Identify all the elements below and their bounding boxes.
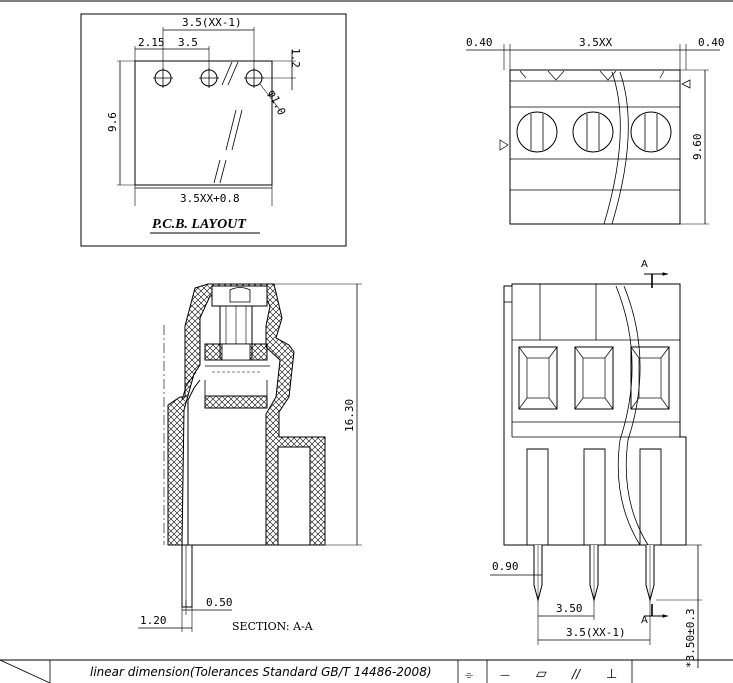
dim-pitch-front: 3.50	[556, 602, 583, 615]
screw-window	[574, 346, 614, 410]
dim-right-margin: 0.40	[698, 36, 725, 49]
wire-slot	[639, 448, 662, 545]
screw-window	[630, 346, 670, 410]
pcb-layout-title: P.C.B. LAYOUT	[152, 217, 247, 232]
dim-section-height: 16.30	[343, 399, 356, 432]
dim-pitch-total: 3.5(XX-1)	[182, 16, 242, 29]
pcb-outline	[134, 60, 273, 186]
dim-height-top: 9.60	[691, 134, 704, 161]
screw-window	[518, 346, 558, 410]
tolerance-note: linear dimension(Tolerances Standard GB/…	[90, 665, 432, 679]
pcb-layout-view: 3.5(XX-1) 2.15 3.5 1.2 φ1.0 9.6 3.5XX+0.…	[80, 13, 347, 247]
perpendicular-icon: ⊥	[606, 667, 617, 682]
housing-top-outline	[509, 69, 681, 225]
screw-head	[630, 111, 672, 153]
dim-hole: φ1.0	[265, 88, 288, 118]
parallel-icon: //	[571, 667, 582, 681]
dim-pin-width: 0.50	[206, 596, 233, 609]
wire-clamp	[204, 395, 268, 409]
section-view: 16.30 1.20 0.50 SECTION: A-A	[138, 283, 362, 633]
dim-height: 9.6	[106, 112, 119, 132]
screw-head	[572, 111, 614, 153]
dim-pin-length: *3.50±0.3	[684, 608, 697, 668]
parallelogram-icon: ▱	[536, 666, 547, 682]
dim-pitch: 3.5XX	[579, 36, 612, 49]
dim-pitch: 3.5	[178, 36, 198, 49]
dim-offset: 2.15	[138, 36, 165, 49]
top-view: 0.40 3.5XX 0.40 9.60	[466, 36, 725, 225]
straightness-icon: —	[500, 670, 510, 681]
dim-pin-diameter: 0.90	[492, 560, 519, 573]
section-caption: SECTION: A-A	[232, 620, 314, 633]
dim-pin-offset: 1.20	[140, 614, 167, 627]
flatness-icon: ⌯	[465, 670, 473, 681]
pcb-hole	[153, 68, 173, 88]
section-marker-top: A	[641, 259, 648, 270]
dim-vertical-offset: 1.2	[289, 48, 302, 68]
footer-title-block: linear dimension(Tolerances Standard GB/…	[0, 659, 733, 683]
pin-section	[181, 544, 193, 608]
wire-slot	[526, 448, 549, 545]
dim-pitch-total-front: 3.5(XX-1)	[566, 626, 626, 639]
pcb-layout-frame	[80, 13, 347, 247]
dim-width: 3.5XX+0.8	[180, 192, 240, 205]
housing-section	[167, 283, 326, 546]
pcb-hole	[199, 68, 219, 88]
housing-front-outline	[503, 283, 687, 546]
section-marker-bottom: A	[641, 615, 648, 626]
dim-left-margin: 0.40	[466, 36, 493, 49]
wire-slot	[583, 448, 606, 545]
front-view: A A 0.90 3.50 3.5(XX-1) *3.50±0.3	[490, 259, 702, 668]
screw-head	[516, 111, 558, 153]
